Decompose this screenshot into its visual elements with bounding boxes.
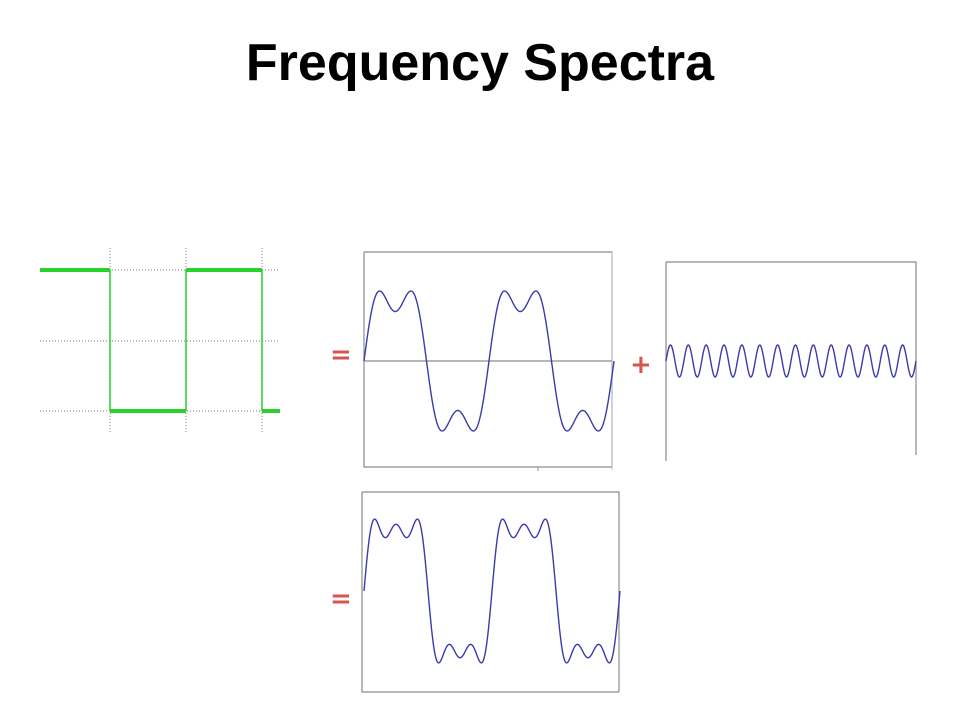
square-wave-edges <box>109 270 263 411</box>
equals-sign-top: = <box>330 340 352 370</box>
partial-sum-frame <box>363 251 613 468</box>
slide-title: Frequency Spectra <box>245 34 715 92</box>
square-wave-signal <box>40 268 280 413</box>
equals-sign-bottom: = <box>330 584 352 614</box>
square-wave-panel <box>40 248 280 432</box>
square-wave-plateaus <box>40 268 280 413</box>
harmonic-frame <box>665 261 917 461</box>
result-sum-curve <box>363 518 621 664</box>
harmonic-curve <box>665 344 917 378</box>
harmonic-panel <box>665 261 917 461</box>
result-sum-frame <box>361 491 620 693</box>
partial-sum-curve <box>363 290 615 432</box>
plus-sign: + <box>630 350 652 380</box>
square-wave-grid <box>40 248 280 432</box>
result-sum-panel <box>361 491 621 693</box>
partial-sum-panel <box>363 251 615 471</box>
